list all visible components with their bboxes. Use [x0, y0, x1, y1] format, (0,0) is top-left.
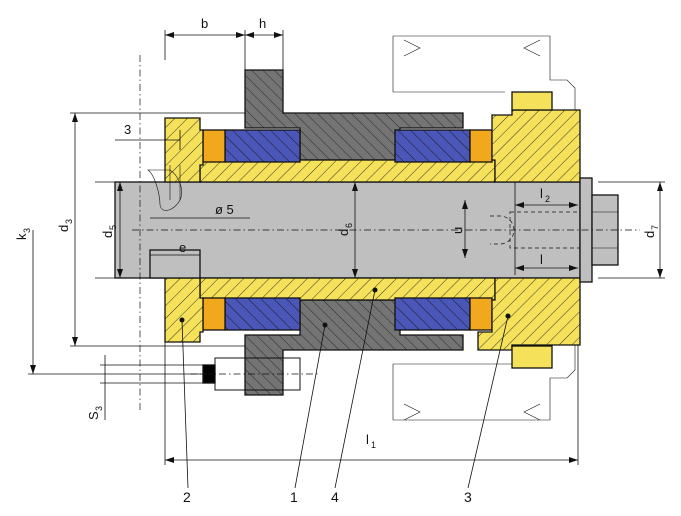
svg-text:6: 6 — [344, 223, 354, 228]
left-flange-lower-hatch — [165, 278, 203, 342]
insert-bottom-left — [202, 297, 226, 331]
right-hub-part-3 — [477, 91, 581, 369]
svg-text:3: 3 — [94, 406, 104, 411]
bearing-hatch-2 — [395, 130, 470, 162]
svg-text:d: d — [56, 225, 71, 232]
label-l2: l 2 — [540, 186, 550, 204]
hub-top-screw — [511, 91, 553, 111]
svg-text:l: l — [540, 186, 543, 201]
svg-text:2: 2 — [545, 194, 550, 204]
sleeve-upper-hatch — [200, 160, 495, 182]
label-3: 3 — [124, 122, 131, 137]
svg-text:3: 3 — [22, 228, 32, 233]
label-h: h — [259, 16, 266, 31]
label-d6: d 6 — [336, 223, 354, 236]
left-stop-block — [149, 249, 201, 279]
label-d5: d 5 — [100, 225, 118, 238]
svg-text:d: d — [642, 231, 657, 238]
svg-text:S: S — [86, 411, 101, 420]
orange-inserts — [202, 129, 493, 331]
housing-upper-hatch — [245, 70, 463, 160]
dimension-lines — [28, 30, 665, 489]
callout-1: 1 — [290, 489, 298, 505]
svg-text:3: 3 — [64, 219, 74, 224]
arrowheads — [30, 32, 663, 463]
pulley-outline — [392, 35, 576, 421]
bearing-hatch-1 — [225, 130, 300, 162]
svg-text:5: 5 — [108, 225, 118, 230]
label-d3: d 3 — [56, 219, 74, 232]
right-hub-upper-hatch — [492, 110, 580, 182]
callout-4: 4 — [331, 489, 339, 505]
insert-top-right — [469, 129, 493, 163]
hub-bottom-screw — [511, 345, 553, 369]
sleeve-lower-hatch — [200, 278, 495, 300]
label-dia5: ø 5 — [215, 202, 234, 217]
svg-text:d: d — [100, 231, 115, 238]
left-flange-part-2 — [164, 117, 204, 343]
label-l: l — [540, 252, 543, 267]
dimension-labels: b h 3 ø 5 e d 3 d 5 k 3 d 6 d 7 u S 3 — [14, 16, 660, 450]
right-hub-lower-hatch — [478, 278, 580, 350]
label-u: u — [450, 227, 465, 234]
label-d7: d 7 — [642, 225, 660, 238]
left-flange-upper-hatch — [165, 118, 203, 182]
callout-3: 3 — [464, 489, 472, 505]
svg-text:k: k — [14, 233, 29, 240]
callout-numbers: 2 1 4 3 — [183, 489, 472, 505]
insert-bottom-right — [469, 297, 493, 331]
bearings — [224, 129, 471, 331]
label-b: b — [201, 16, 208, 31]
label-l1: l 1 — [366, 432, 376, 450]
label-e: e — [179, 240, 186, 255]
svg-text:7: 7 — [650, 225, 660, 230]
svg-text:l: l — [366, 432, 369, 447]
svg-text:u: u — [450, 227, 465, 234]
label-s3: S 3 — [86, 406, 104, 420]
housing-lower-hatch — [245, 300, 463, 395]
callout-2: 2 — [183, 489, 191, 505]
bearing-hatch-4 — [395, 298, 470, 330]
label-k3: k 3 — [14, 228, 32, 240]
insert-top-left — [202, 129, 226, 163]
svg-text:1: 1 — [371, 440, 376, 450]
svg-text:d: d — [336, 229, 351, 236]
bearing-hatch-3 — [225, 298, 300, 330]
